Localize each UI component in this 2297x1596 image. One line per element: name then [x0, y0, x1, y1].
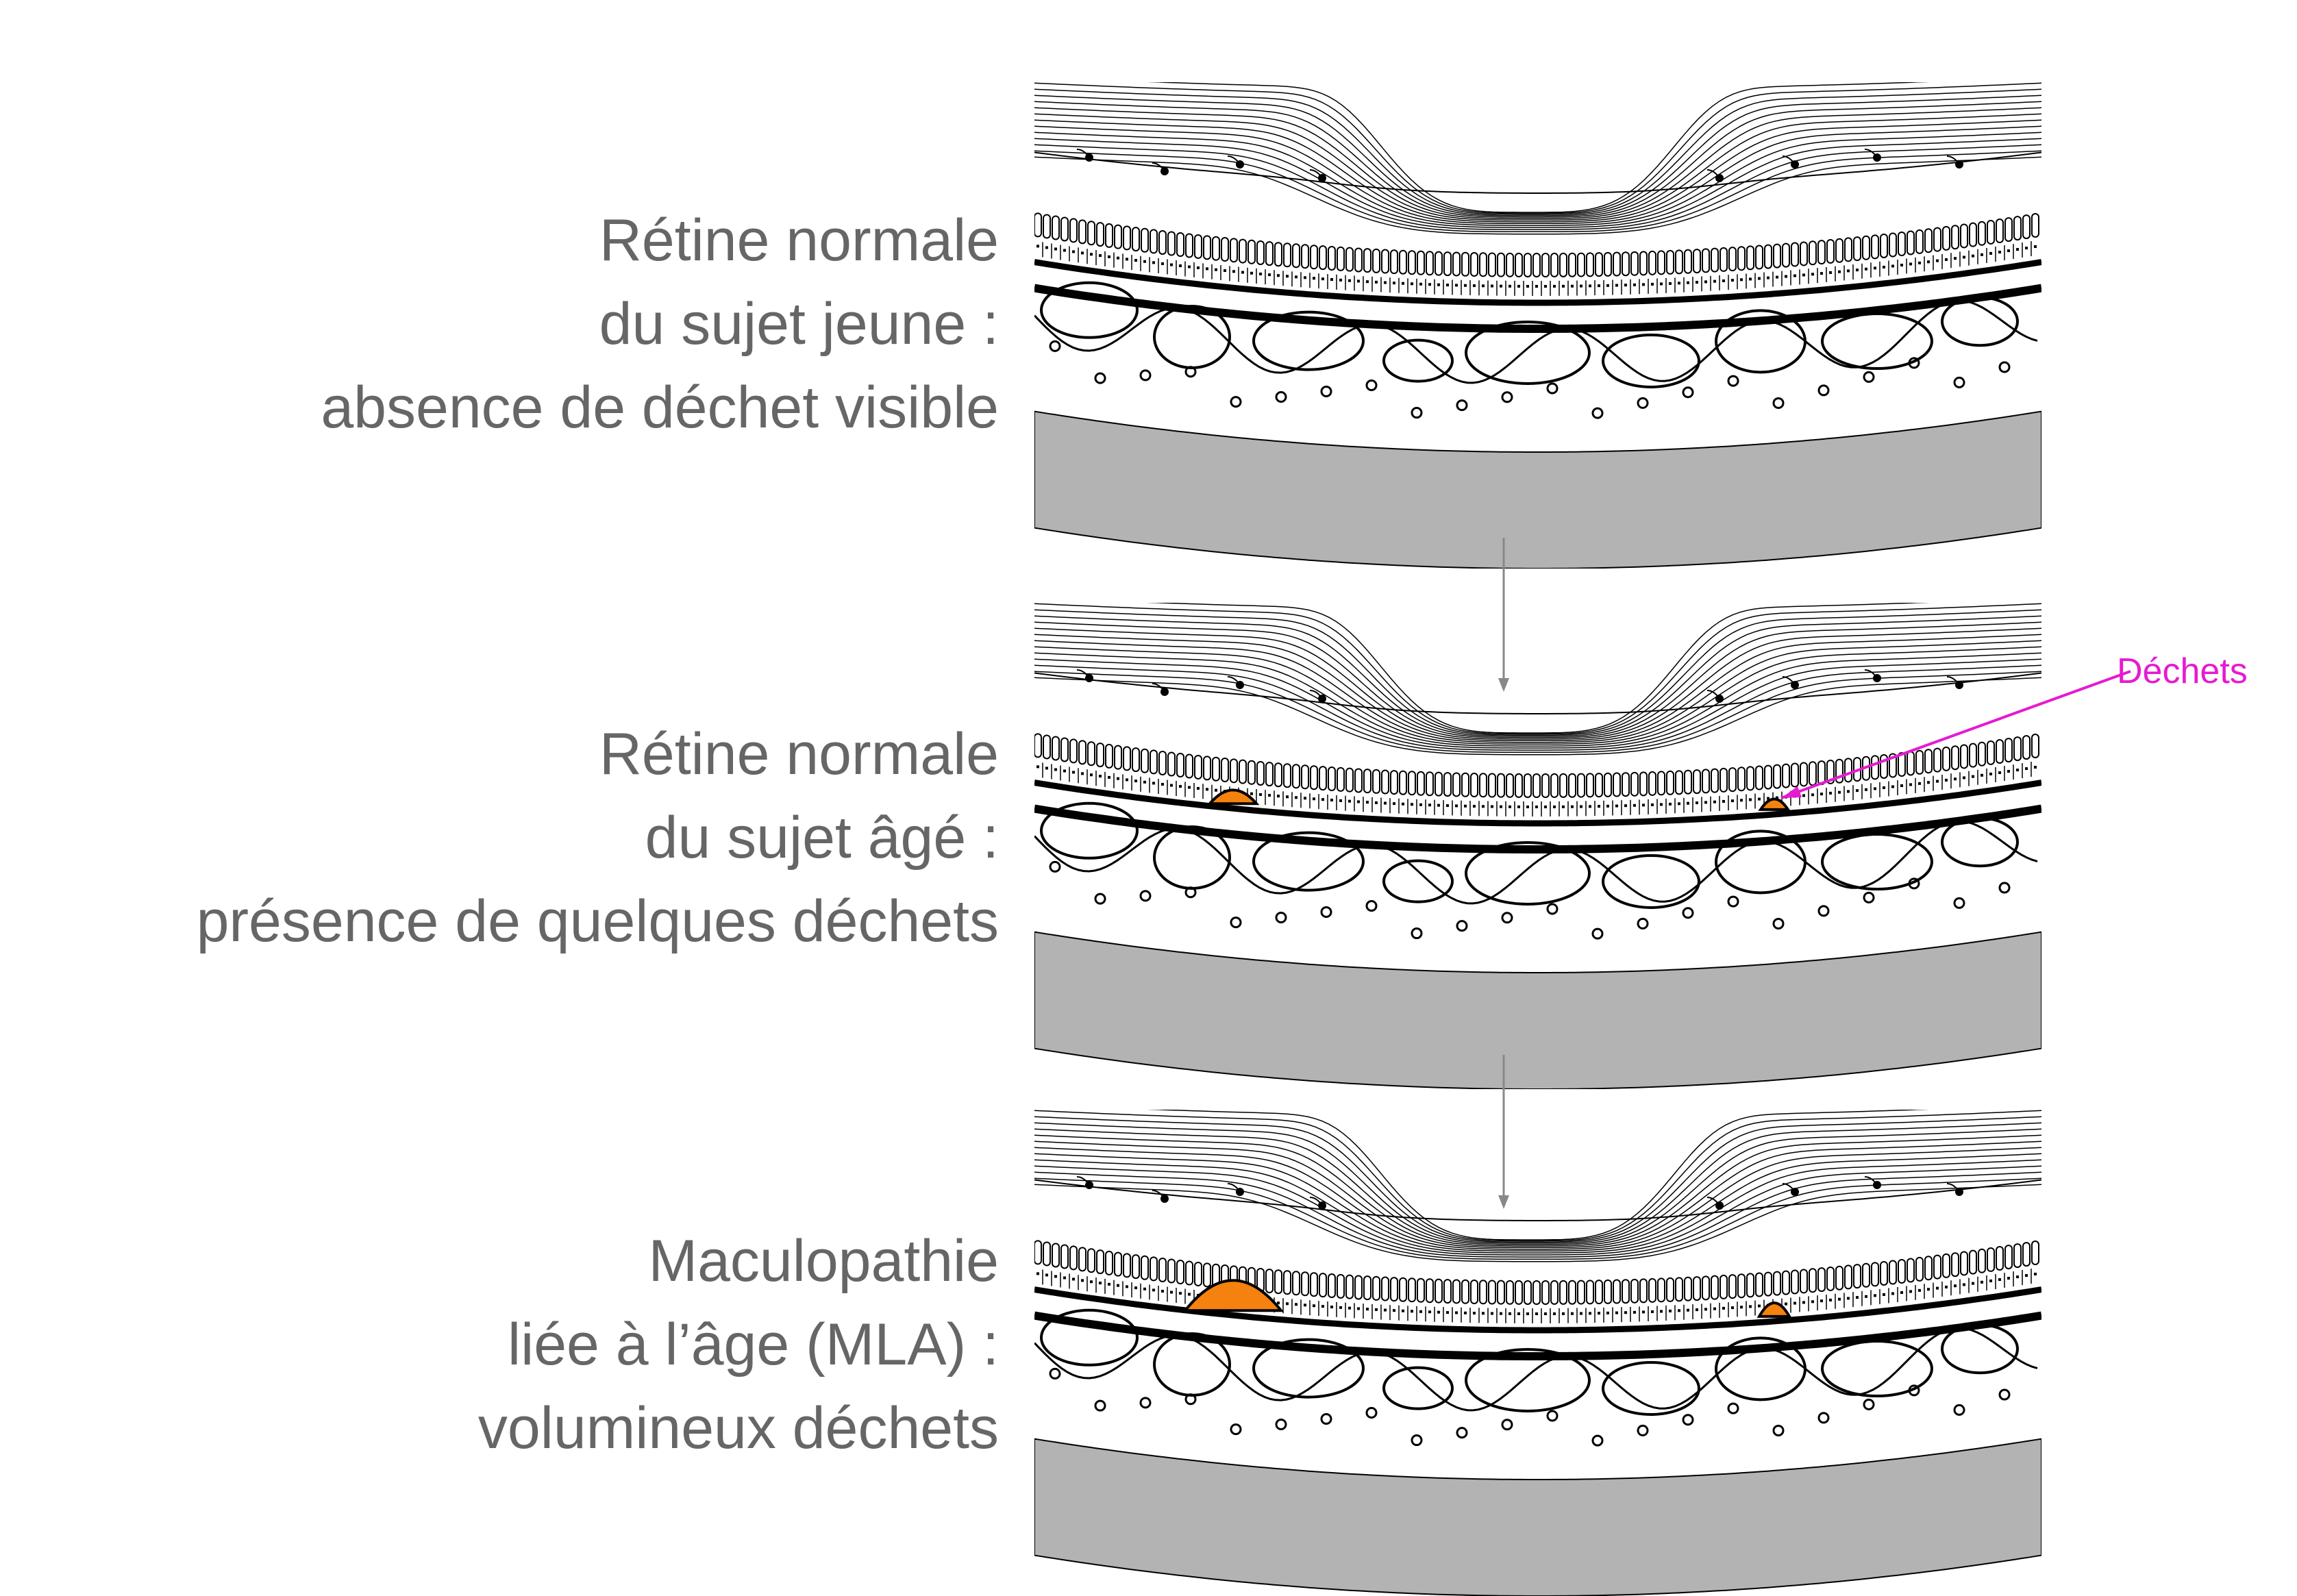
caption-line: du sujet jeune :	[599, 291, 999, 357]
photoreceptor-layer	[1034, 1240, 2039, 1323]
ganglion-cells	[1076, 669, 1963, 703]
waste-deposit	[1182, 1279, 1284, 1312]
choroid-vessels	[1034, 1308, 2038, 1447]
rpe-line	[1034, 259, 2041, 306]
nerve-fibre-layer	[1034, 82, 2041, 235]
sclera-layer	[1034, 410, 2041, 569]
caption-line: présence de quelques déchets	[196, 888, 999, 954]
down-arrow-icon	[1498, 1055, 1509, 1209]
callout-pointer	[1780, 670, 2131, 799]
retina-diagram-aged	[1034, 603, 2041, 1089]
choroid-vessels	[1034, 801, 2038, 940]
rpe-line	[1034, 780, 2041, 827]
waste-deposits	[1182, 1279, 1792, 1318]
bruch-membrane	[1034, 1311, 2041, 1360]
ganglion-cells	[1076, 1176, 1963, 1210]
caption-amd-retina: Maculopathie liée à l’âge (MLA) : volumi…	[478, 1219, 999, 1470]
caption-line: liée à l’âge (MLA) :	[508, 1312, 999, 1377]
caption-line: Rétine normale	[599, 208, 999, 273]
caption-young-retina: Rétine normale du sujet jeune : absence …	[321, 199, 999, 449]
retina-diagram-young	[1034, 82, 2041, 569]
rpe-line	[1034, 1286, 2041, 1334]
waste-deposits	[1206, 788, 1791, 811]
choroid-vessels	[1034, 281, 2038, 419]
waste-deposit	[1758, 797, 1791, 811]
nerve-fibre-layer	[1034, 1110, 2041, 1262]
photoreceptor-layer	[1034, 212, 2039, 296]
down-arrow-icon	[1498, 538, 1509, 692]
caption-line: du sujet âgé :	[645, 805, 999, 871]
bruch-membrane	[1034, 804, 2041, 853]
nerve-fibre-layer	[1034, 603, 2041, 756]
waste-deposit	[1756, 1301, 1792, 1318]
ganglion-cells	[1076, 149, 1963, 182]
sclera-layer	[1034, 931, 2041, 1089]
caption-line: Rétine normale	[599, 721, 999, 787]
caption-line: absence de déchet visible	[321, 375, 999, 440]
sclera-layer	[1034, 1438, 2041, 1596]
caption-line: volumineux déchets	[477, 1395, 999, 1461]
waste-callout-label: Déchets	[2117, 651, 2248, 691]
caption-line: Maculopathie	[648, 1228, 999, 1294]
waste-deposit	[1206, 788, 1260, 806]
caption-aged-retina: Rétine normale du sujet âgé : présence d…	[197, 712, 999, 963]
bruch-membrane	[1034, 284, 2041, 333]
retina-diagram-amd	[1034, 1110, 2041, 1596]
